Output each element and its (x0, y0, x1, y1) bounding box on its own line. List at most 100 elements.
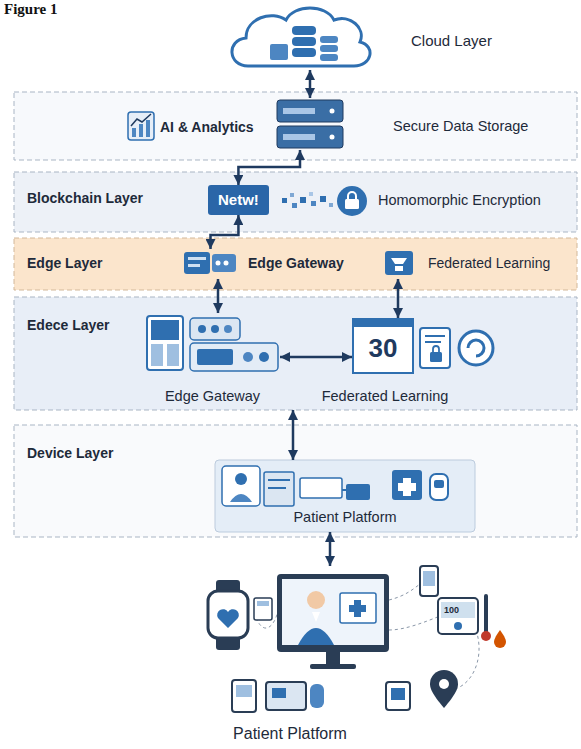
connector-arrow (329, 532, 332, 566)
device-icons-part (346, 484, 370, 500)
secure-doc-icon-part (425, 341, 441, 343)
gateway-icon-large-part (259, 352, 269, 362)
patient-platform-illustration-part (232, 680, 256, 712)
analytics-band (14, 92, 577, 160)
layer-band-ground (14, 425, 577, 537)
chart-icon-part (146, 120, 150, 137)
connector-arrow (238, 150, 300, 185)
device-icons-part (268, 479, 290, 481)
gateway-icon-large-part (197, 349, 233, 365)
patient-platform-illustration-part (326, 652, 340, 664)
layer-band-ground (14, 172, 577, 232)
patient-platform-illustration-part (430, 670, 458, 708)
patient-platform-illustration-part (386, 682, 410, 710)
node-label: Patient Platform (195, 724, 385, 743)
server-icon (277, 100, 343, 148)
gateway-icon-small-part (224, 261, 229, 266)
gateway-icon-large-part (190, 318, 240, 340)
data-dots-part (292, 203, 297, 208)
layer-band-ground (14, 297, 577, 410)
device-icons-part (230, 494, 252, 502)
patient-platform-illustration-part (266, 682, 306, 710)
patient-platform-illustration-part (494, 630, 506, 648)
patient-platform-illustration-part (310, 664, 356, 669)
network-box: Netw! (208, 185, 269, 215)
patient-platform-illustration-part (349, 600, 366, 617)
gateway-icon-large-part (224, 325, 232, 333)
node-label: Secure Data Storage (393, 118, 528, 135)
node-label: Edge Gateway (248, 255, 344, 272)
cloud-icon-part (320, 36, 338, 43)
learning-node: Federated Learning (383, 249, 415, 279)
gateway-icon-large-part (211, 325, 219, 333)
server-icon-part (330, 135, 335, 140)
gateway-icon-small (184, 252, 236, 274)
cloud-icon-part (320, 54, 338, 61)
display-reading: 100 (444, 605, 459, 616)
lock-icon (337, 186, 367, 216)
device-icons-part (398, 478, 416, 496)
patient-platform-illustration-part (307, 591, 325, 609)
platform-node: Patient Platform (195, 566, 485, 747)
patient-platform-illustration-part (389, 616, 440, 630)
patient-platform-illustration-part (389, 584, 420, 600)
server-icon-part (277, 126, 343, 148)
lock-icon-part (348, 192, 356, 199)
patient-platform-illustration-part (454, 622, 462, 630)
federated-icon-small (385, 251, 413, 275)
connector-arrow (211, 215, 239, 249)
connector-arrow (309, 70, 312, 98)
data-dots-part (282, 198, 287, 203)
federated-icon-small-part (395, 266, 403, 271)
patient-platform-illustration-part (481, 631, 491, 641)
patient-platform-illustration-part (208, 591, 248, 638)
data-dots-part (329, 203, 333, 207)
gateway-node: Edge Gateway (145, 313, 280, 373)
lock-icon-part (337, 186, 367, 216)
cloud-icon-part (232, 8, 370, 66)
device-icons-part (300, 478, 342, 498)
patient-platform-illustration-part (298, 628, 334, 645)
secure-doc-icon (420, 328, 493, 368)
data-dots-part (290, 193, 294, 197)
cloud-icon-part (270, 44, 288, 60)
layer-band-ground (14, 238, 577, 290)
patient-platform-illustration-part (391, 688, 405, 700)
connector-arrow (217, 279, 220, 313)
federated-icon-small-part (385, 251, 413, 275)
node-label: Cloud Layer (411, 32, 492, 50)
device-icons (222, 466, 448, 506)
server-icon-part (283, 134, 315, 140)
gateway-icon-small-part (188, 257, 206, 260)
node-label: Edge Layer (27, 255, 102, 272)
layer-band: Edece LayerEdge Gateway30Federated Learn… (14, 297, 577, 410)
cloud-icon (232, 8, 370, 66)
gateway-icon-small-part (212, 254, 236, 272)
patient-platform-illustration-part (438, 598, 478, 634)
feature-label: Homomorphic Encryption (378, 192, 541, 209)
platform-panel: Patient Platform (215, 460, 475, 532)
device-icons-part (222, 466, 260, 506)
storage-node: Secure Data Storage (275, 98, 345, 150)
chart-icon-part (131, 114, 151, 126)
layer-band: Edge Layer Edge Gateway Federated Learning (14, 238, 577, 290)
patient-platform-illustration-part (282, 579, 384, 645)
device-icons-part (430, 474, 448, 500)
node-label: Patient Platform (215, 509, 475, 526)
gateway-icon-large-part (151, 320, 179, 340)
gateway-icon-large-part (198, 325, 206, 333)
chart-icon (128, 112, 154, 140)
patient-platform-illustration-part (272, 688, 286, 698)
device-icons-part (342, 489, 346, 491)
lock-icon-part (345, 199, 359, 209)
cloud-icon-part (320, 45, 338, 52)
node-label: 30 (354, 333, 412, 364)
patient-platform-illustration-part (423, 571, 435, 586)
connector-arrow (397, 279, 400, 318)
secure-doc-icon-part (459, 331, 493, 365)
band-grounds (14, 172, 577, 537)
connector-arrow (280, 356, 352, 359)
device-icons-part (434, 480, 444, 488)
